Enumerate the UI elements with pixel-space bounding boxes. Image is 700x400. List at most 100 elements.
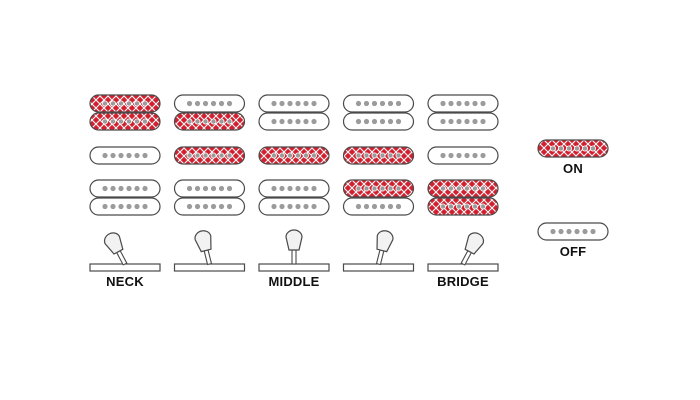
pole-piece xyxy=(202,185,209,192)
pole-piece xyxy=(355,203,362,210)
toggle-switch-icon xyxy=(173,230,246,272)
pole-piece xyxy=(194,100,201,107)
pole-piece xyxy=(479,203,486,210)
pole-piece xyxy=(186,152,193,159)
pole-piece xyxy=(439,203,446,210)
coil-off-icon xyxy=(173,197,246,216)
toggle-switch-icon xyxy=(258,229,330,272)
pole-piece xyxy=(472,152,478,159)
coil-on-icon xyxy=(342,146,415,165)
pole-piece xyxy=(134,152,140,159)
coil-on-icon xyxy=(173,112,246,131)
middle-single-coil-on xyxy=(258,146,330,165)
switch-plate xyxy=(173,263,246,272)
pole-piece xyxy=(448,100,454,107)
middle-single-coil-off xyxy=(89,146,161,165)
bridge-humbucker-bottom-coil-off xyxy=(173,197,246,216)
pole-piece xyxy=(210,100,217,107)
position-column xyxy=(173,94,246,272)
pole-piece xyxy=(126,203,132,210)
pole-piece xyxy=(218,152,225,159)
pole-piece xyxy=(456,152,462,159)
pole-piece xyxy=(202,152,209,159)
pole-piece xyxy=(440,152,446,159)
pole-piece xyxy=(194,185,201,192)
pole-piece xyxy=(186,185,193,192)
neck-humbucker-bottom-coil-on xyxy=(89,112,161,131)
coil-on-icon xyxy=(342,179,415,198)
pole-piece xyxy=(210,203,217,210)
switch-shaft xyxy=(115,249,128,266)
pole-piece xyxy=(355,100,362,107)
pole-piece xyxy=(379,203,386,210)
coil-on-icon xyxy=(537,139,609,158)
toggle-switch-icon xyxy=(427,232,499,272)
pole-piece xyxy=(471,203,478,210)
middle-single-coil-on xyxy=(342,146,415,165)
pole-piece xyxy=(471,185,478,192)
pole-piece xyxy=(226,185,233,192)
bridge-humbucker-bottom-coil-off xyxy=(342,197,415,216)
coil-off-icon xyxy=(342,94,415,113)
neck-humbucker-top-coil-off xyxy=(427,94,499,113)
pole-piece xyxy=(440,118,446,125)
legend-coil-off xyxy=(537,222,609,241)
coil-on-icon xyxy=(89,112,161,131)
pole-piece xyxy=(472,118,478,125)
middle-single-coil-off xyxy=(427,146,499,165)
pole-piece xyxy=(118,185,124,192)
pole-piece xyxy=(311,118,317,125)
pole-piece xyxy=(279,118,285,125)
bridge-humbucker-bottom-coil-on xyxy=(427,197,499,216)
pole-piece xyxy=(126,118,133,125)
pole-piece xyxy=(303,118,309,125)
pole-piece xyxy=(279,185,285,192)
pole-piece xyxy=(295,118,301,125)
switch-shaft xyxy=(203,249,213,266)
pole-piece xyxy=(455,185,462,192)
pole-piece xyxy=(395,185,402,192)
pole-piece xyxy=(363,203,370,210)
switch-shaft xyxy=(291,249,297,265)
pole-piece xyxy=(379,118,386,125)
pole-piece xyxy=(118,152,124,159)
pole-piece xyxy=(464,100,470,107)
pole-piece xyxy=(472,100,478,107)
pole-piece xyxy=(303,185,309,192)
pole-piece xyxy=(110,100,117,107)
pole-piece xyxy=(142,185,148,192)
pole-piece xyxy=(102,203,108,210)
pole-piece xyxy=(363,152,370,159)
pole-piece xyxy=(363,185,370,192)
switch-lever xyxy=(375,230,394,266)
pole-piece xyxy=(387,152,394,159)
pole-piece xyxy=(286,152,293,159)
toggle-switch-icon xyxy=(89,232,161,272)
pole-piece xyxy=(102,100,109,107)
pole-piece xyxy=(142,152,148,159)
position-label: NECK xyxy=(106,274,144,289)
pole-piece xyxy=(110,203,116,210)
pole-piece xyxy=(479,185,486,192)
switch-tip xyxy=(194,230,212,253)
pole-piece xyxy=(463,203,470,210)
pole-piece xyxy=(395,203,402,210)
pole-piece xyxy=(271,185,277,192)
pole-piece xyxy=(371,118,378,125)
bridge-humbucker-top-coil-off xyxy=(173,179,246,198)
pole-piece xyxy=(311,185,317,192)
bridge-humbucker-top-coil-off xyxy=(89,179,161,198)
pole-piece xyxy=(574,145,581,152)
pole-piece xyxy=(590,145,597,152)
pole-piece xyxy=(142,203,148,210)
pole-piece xyxy=(110,185,116,192)
coil-off-icon xyxy=(258,112,330,131)
pole-piece xyxy=(464,152,470,159)
coil-off-icon xyxy=(89,179,161,198)
toggle-switch-icon xyxy=(342,230,415,272)
position-label: BRIDGE xyxy=(437,274,489,289)
pole-piece xyxy=(271,100,277,107)
pole-piece xyxy=(186,118,193,125)
pole-piece xyxy=(278,152,285,159)
